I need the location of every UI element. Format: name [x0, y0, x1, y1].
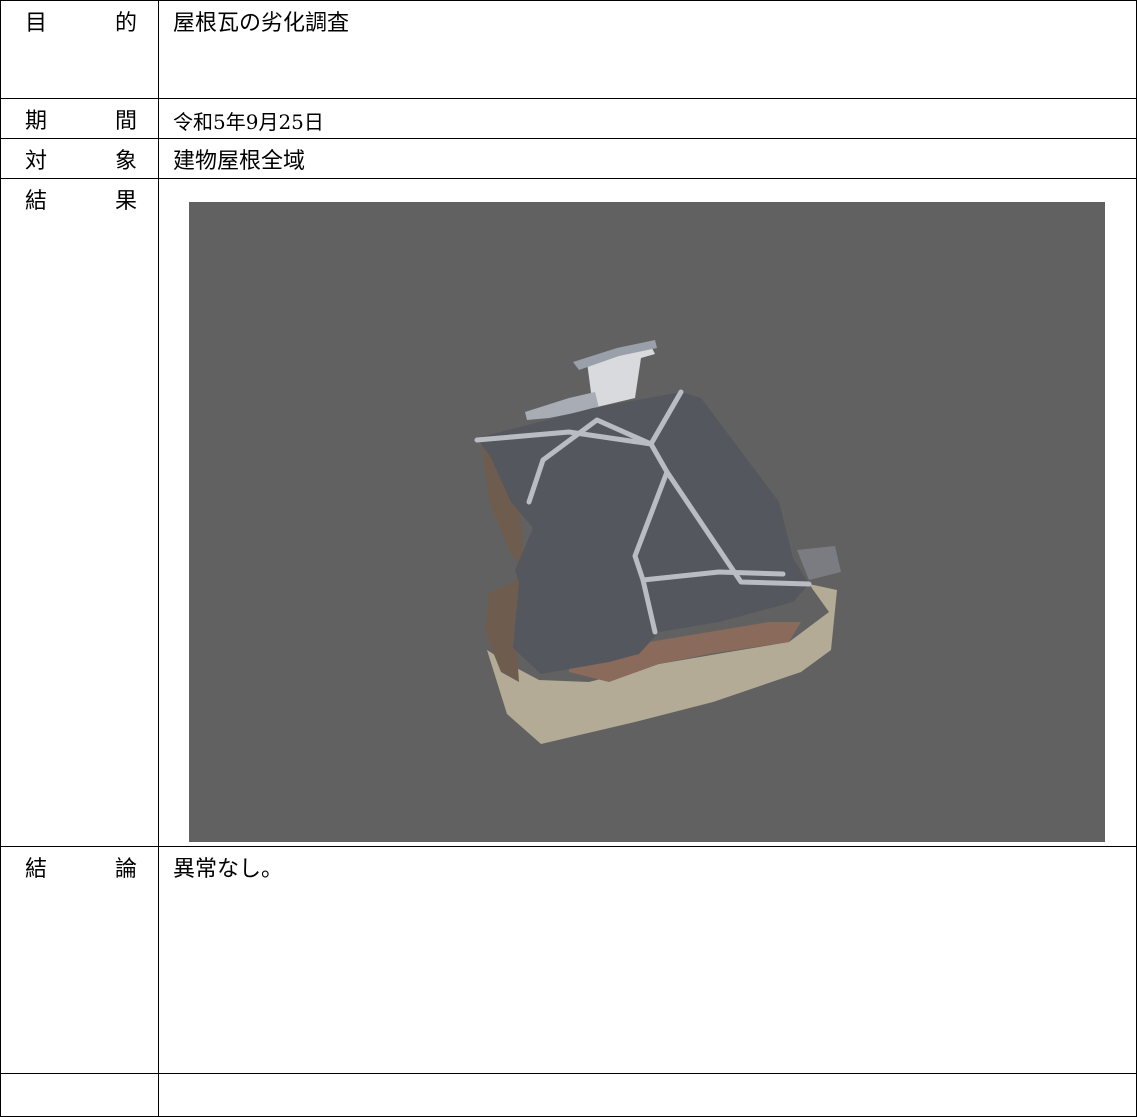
value-empty-cell — [158, 1073, 1137, 1117]
row-period: 期 間 令和5年9月25日 — [0, 98, 1137, 139]
label-conclusion: 結 論 — [0, 846, 159, 1074]
value-period: 令和5年9月25日 — [173, 110, 324, 134]
row-empty — [0, 1073, 1137, 1117]
roof-ridge-lower — [640, 569, 786, 583]
label-empty — [0, 1073, 159, 1117]
label-result-char-1: 結 — [25, 189, 48, 214]
label-period-char-1: 期 — [25, 109, 48, 134]
value-empty — [159, 1074, 1136, 1084]
value-purpose: 屋根瓦の劣化調査 — [173, 11, 350, 36]
roof-ridge-diagonal-3 — [526, 417, 654, 505]
roof-annex-top — [573, 340, 657, 370]
label-result: 結 果 — [0, 178, 159, 847]
row-target: 対 象 建物屋根全域 — [0, 138, 1137, 179]
label-purpose-char-2: 的 — [115, 11, 138, 36]
roof-side-shed — [797, 546, 841, 580]
label-period-char-2: 間 — [115, 109, 138, 134]
row-conclusion: 結 論 異常なし。 — [0, 846, 1137, 1074]
label-period: 期 間 — [0, 98, 159, 139]
value-target: 建物屋根全域 — [173, 149, 306, 174]
wall-front — [569, 622, 801, 682]
ground-base — [487, 584, 837, 744]
label-target: 対 象 — [0, 138, 159, 179]
row-result: 結 果 — [0, 178, 1137, 847]
value-period-cell: 令和5年9月25日 — [158, 98, 1137, 139]
label-conclusion-char-1: 結 — [25, 857, 48, 882]
label-purpose: 目 的 — [0, 0, 159, 99]
value-conclusion-cell: 異常なし。 — [158, 846, 1137, 1074]
value-purpose-cell: 屋根瓦の劣化調査 — [158, 0, 1137, 99]
roof-annex-ledge — [525, 392, 599, 420]
label-purpose-char-1: 目 — [25, 11, 48, 36]
roof-model-illustration — [474, 340, 841, 744]
roof-ridge-diagonal-2 — [632, 469, 670, 635]
value-result-cell — [158, 178, 1137, 847]
label-result-char-2: 果 — [115, 189, 138, 214]
label-conclusion-char-2: 論 — [115, 857, 138, 882]
label-target-char-1: 対 — [25, 149, 48, 174]
roof-ridge-main — [474, 429, 654, 447]
value-conclusion: 異常なし。 — [173, 857, 284, 882]
roof-3d-model-image — [189, 202, 1105, 842]
row-purpose: 目 的 屋根瓦の劣化調査 — [0, 0, 1137, 99]
value-target-cell: 建物屋根全域 — [158, 138, 1137, 179]
label-target-char-2: 象 — [115, 149, 138, 174]
